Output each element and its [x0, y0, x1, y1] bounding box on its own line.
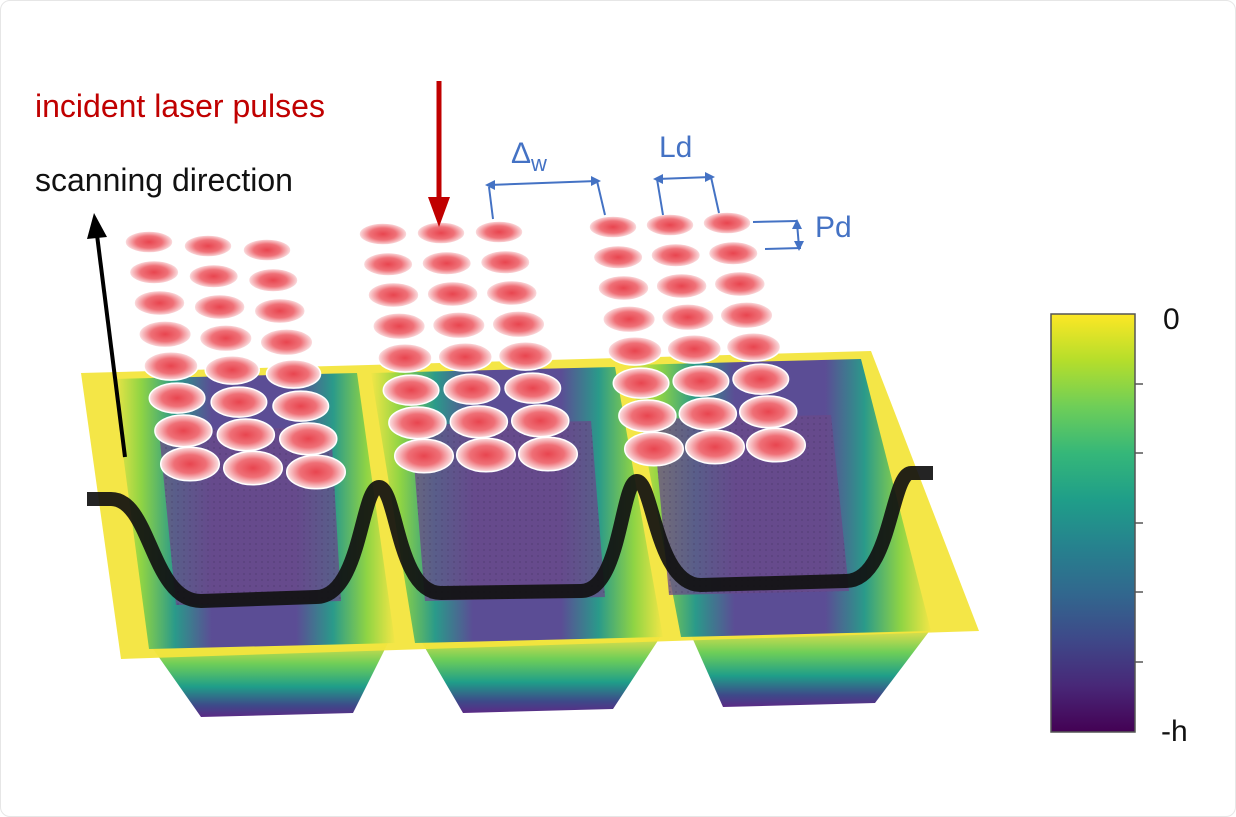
laser-pulse-spot [713, 270, 767, 298]
laser-pulse-spot [607, 336, 663, 366]
laser-pulse-spot [128, 259, 180, 285]
laser-pulse-spot [491, 310, 546, 339]
incident-laser-pulses-label: incident laser pulses [35, 88, 325, 124]
laser-pulses-grid [124, 211, 807, 490]
laser-pulse-spot [588, 215, 638, 239]
laser-pulse-spot [612, 367, 670, 399]
depth-profile-line [87, 466, 933, 608]
laser-pulse-spot [474, 220, 524, 244]
laser-pulse-spot [188, 263, 240, 289]
laser-pulse-spot [259, 328, 314, 357]
laser-pulse-spot [242, 238, 292, 262]
laser-pulse-spot [362, 251, 414, 277]
laser-pulse-spot [618, 399, 677, 433]
laser-pulse-spot [597, 274, 650, 302]
laser-pulse-spot [183, 234, 233, 258]
scanning-direction-arrow [87, 213, 127, 458]
laser-pulse-spot [449, 405, 509, 439]
laser-pulse-spot [485, 279, 539, 307]
laser-pulse-spot [367, 281, 420, 309]
laser-pulse-spot [672, 365, 730, 397]
laser-pulse-spot [143, 351, 199, 381]
laser-pulse-spot [745, 427, 807, 463]
laser-pulse-spot [193, 293, 246, 321]
laser-pulse-spot [517, 436, 579, 472]
laser-pulse-spot [133, 289, 186, 317]
laser-pulse-spot [372, 312, 427, 341]
laser-pulse-spot [497, 341, 554, 371]
laser-pulse-spot [247, 267, 299, 293]
laser-pulse-spot [148, 382, 206, 414]
colorbar: 0 -h [1050, 303, 1188, 748]
laser-pulse-spot [393, 438, 455, 474]
laser-pulse-spot [702, 211, 752, 235]
laser-pulse-spot [738, 395, 798, 429]
laser-pulse-spot [159, 446, 221, 482]
laser-pulse-spot [204, 355, 261, 385]
laser-pulse-spot [660, 303, 715, 332]
laser-pulse-spot [437, 342, 494, 372]
laser-pulse-spot [510, 404, 570, 438]
laser-pulse-spot [216, 418, 276, 452]
laser-pulse-spot [479, 249, 531, 275]
trench-bottoms [151, 629, 931, 717]
ld-annotation: Ld [653, 131, 720, 216]
colorbar-bottom-label: -h [1161, 715, 1188, 748]
laser-pulse-spot [416, 221, 466, 245]
colorbar-ticks [1135, 383, 1143, 663]
laser-pulse-spot [198, 324, 253, 353]
laser-pulse-spot [443, 373, 501, 405]
colorbar-top-label: 0 [1163, 303, 1180, 336]
laser-pulse-spot [426, 280, 479, 308]
colorbar-gradient [1050, 313, 1136, 733]
pd-label: Pd [815, 211, 852, 244]
laser-pulse-spot [278, 422, 338, 456]
laser-pulse-spot [272, 390, 330, 422]
delta-w-annotation: Δw [485, 137, 606, 220]
laser-pulse-spot [719, 301, 774, 330]
laser-pulse-spot [388, 406, 447, 440]
laser-pulse-spot [678, 397, 738, 431]
laser-pulse-spot [421, 250, 473, 276]
laser-pulse-spot [655, 272, 708, 300]
laser-pulse-spot [265, 359, 322, 389]
laser-pulse-spot [124, 230, 174, 254]
trench-bottom-1 [151, 641, 389, 717]
laser-pulse-spot [707, 240, 759, 266]
laser-pulse-spot [253, 297, 307, 325]
trench-bottom-3 [691, 629, 931, 707]
laser-pulse-spot [358, 222, 408, 246]
laser-pulse-spot [650, 242, 702, 268]
scanning-direction-label: scanning direction [35, 162, 293, 198]
laser-pulse-spot [377, 343, 433, 373]
ld-label: Ld [659, 131, 692, 164]
laser-pulse-spot [504, 372, 562, 404]
laser-pulse-spot [645, 213, 695, 237]
laser-pulse-spot [732, 363, 790, 395]
laser-pulse-spot [455, 437, 517, 473]
laser-pulse-spot [623, 431, 685, 467]
trench-bottom-2 [421, 636, 661, 713]
laser-pulse-spot [666, 334, 723, 364]
laser-pulse-spot [138, 320, 193, 349]
laser-pulse-spot [285, 454, 347, 490]
delta-w-label: Δw [511, 137, 547, 176]
laser-pulse-spot [602, 305, 657, 334]
laser-pulse-spot [592, 244, 644, 270]
laser-pulse-spot [382, 374, 440, 406]
pd-annotation: Pd [752, 211, 852, 251]
laser-pulse-spot [684, 429, 746, 465]
laser-pulse-spot [431, 311, 486, 340]
laser-pulse-spot [222, 450, 284, 486]
laser-pulse-spot [154, 414, 213, 448]
laser-pulse-spot [210, 386, 268, 418]
laser-pulse-spot [725, 332, 782, 362]
incident-laser-arrow [428, 81, 450, 227]
